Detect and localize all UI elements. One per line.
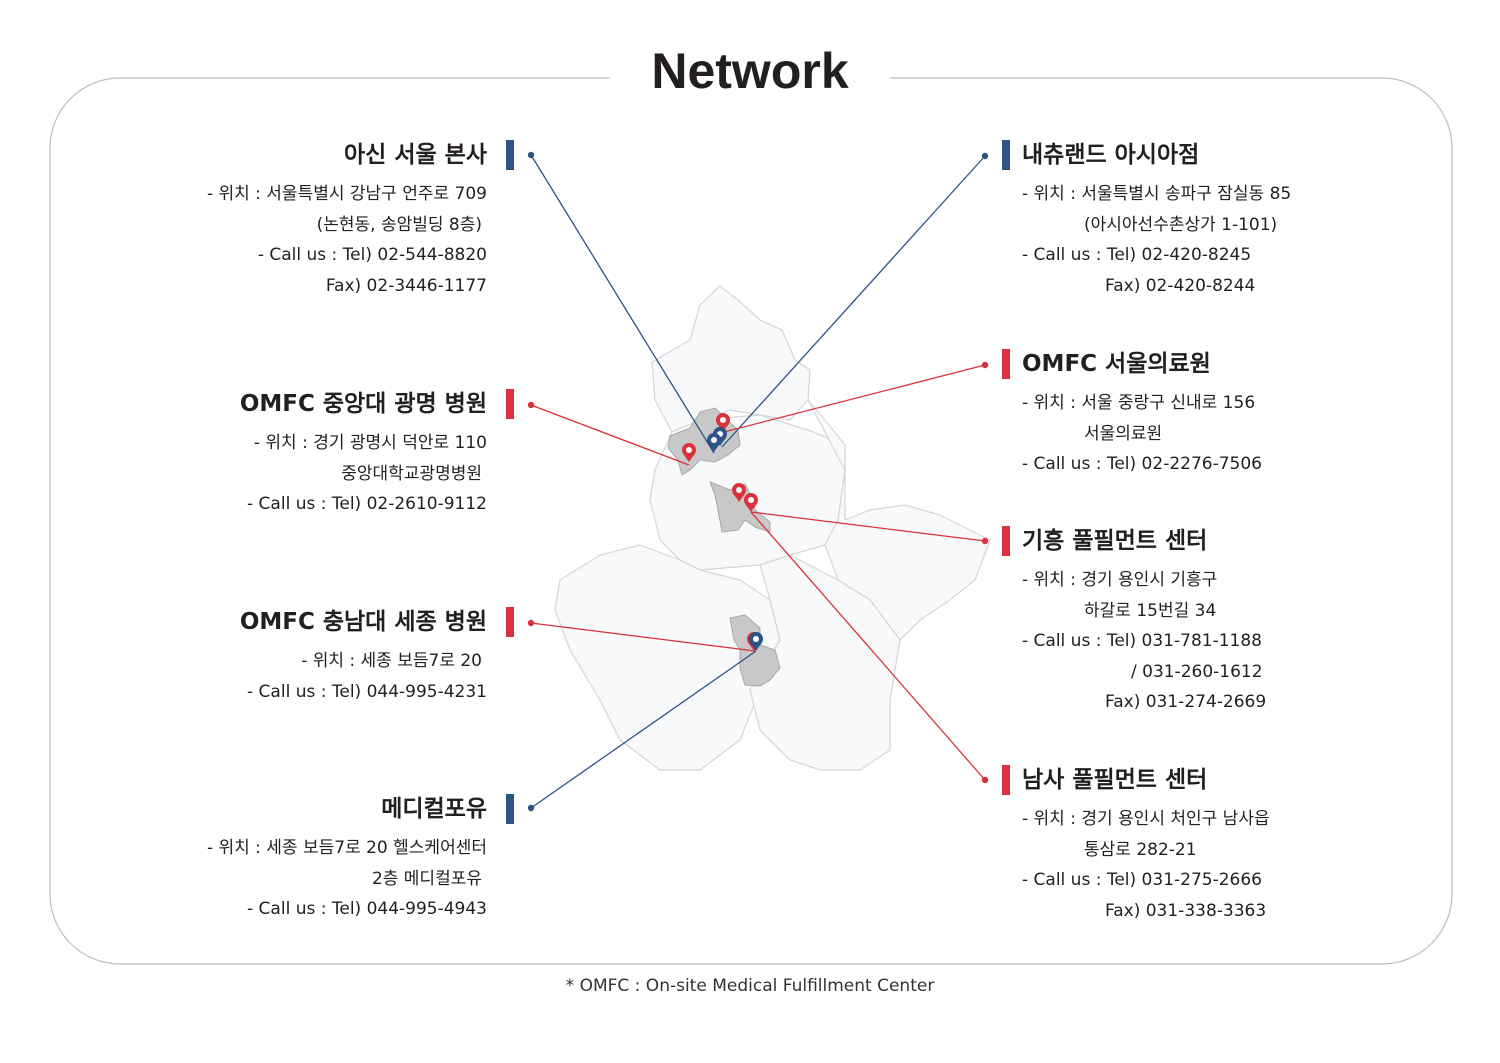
location-block: 내츄랜드 아시아점 - 위치 : 서울특별시 송파구 잠실동 85 (아시아선수촌상… [1022, 138, 1442, 301]
location-detail-line: - Call us : Tel) 02-544-8820 [257, 245, 487, 265]
location-block: OMFC 중앙대 광명 병원 - 위치 : 경기 광명시 덕안로 110 중앙대학교… [67, 387, 487, 520]
location-detail-line: - Call us : Tel) 044-995-4943 [247, 899, 487, 919]
location-color-bar [1002, 140, 1010, 170]
connector-line [530, 650, 757, 809]
page-title: Network [651, 43, 849, 99]
location-detail-line: 2층 메디컬포유 [371, 868, 482, 889]
location-block: OMFC 서울의료원 - 위치 : 서울 중랑구 신내로 156 서울의료원 - Ca… [1022, 347, 1442, 480]
location-title: 기흥 풀필먼트 센터 [1022, 528, 1208, 554]
connector-line [530, 404, 690, 466]
location-color-bar [506, 794, 514, 824]
connector-dot [527, 804, 535, 812]
map-highlight-yongin [709, 481, 771, 533]
location-detail-line: 통삼로 282-21 [1084, 839, 1197, 860]
location-detail-line: Fax) 02-420-8244 [1105, 275, 1256, 296]
location-block: OMFC 충남대 세종 병원 - 위치 : 세종 보듬7로 20 - Call us… [67, 605, 487, 707]
location-detail-line: Fax) 031-338-3363 [1105, 900, 1267, 921]
connector-dot [527, 401, 535, 409]
connector-dot [981, 361, 989, 369]
location-detail-line: - Call us : Tel) 02-2276-7506 [1022, 454, 1262, 474]
connector-dot [981, 537, 989, 545]
map-pin-icon [716, 413, 730, 432]
location-title: 메디컬포유 [381, 796, 487, 822]
location-detail-line: - Call us : Tel) 044-995-4231 [247, 681, 487, 702]
location-detail-line: Fax) 02-3446-1177 [325, 275, 487, 296]
connector-dot [527, 619, 535, 627]
location-detail-line: 중앙대학교광명병원 [341, 463, 482, 484]
connector-dot [981, 776, 989, 784]
connector-line [530, 622, 756, 652]
location-detail-line: - Call us : Tel) 02-420-8245 [1022, 245, 1252, 265]
location-detail-line: (논현동, 송암빌딩 8층) [316, 214, 482, 235]
connector-line [723, 364, 986, 433]
location-color-bar [506, 140, 514, 170]
location-detail-line: 서울의료원 [1084, 423, 1163, 444]
location-detail-line: - Call us : Tel) 031-275-2666 [1022, 870, 1262, 890]
location-detail-line: - 위치 : 서울특별시 송파구 잠실동 85 [1022, 184, 1292, 204]
connector-dot [527, 151, 535, 159]
connector-line [750, 511, 986, 781]
map-pin-icon [707, 433, 721, 452]
location-detail-line: - Call us : Tel) 02-2610-9112 [247, 494, 487, 514]
location-detail-line: - 위치 : 경기 광명시 덕안로 110 [253, 433, 487, 453]
map-region-gangwon [807, 399, 991, 641]
location-detail-line: Fax) 031-274-2669 [1105, 692, 1267, 712]
location-color-bar [506, 607, 514, 637]
map-pin-icon [744, 493, 758, 512]
location-title: 내츄랜드 아시아점 [1022, 142, 1200, 168]
location-color-bar [1002, 349, 1010, 379]
location-detail-line: - Call us : Tel) 031-781-1188 [1022, 631, 1262, 651]
location-detail-line: - 위치 : 경기 용인시 처인구 남사읍 [1022, 809, 1270, 829]
location-detail-line: (아시아선수촌상가 1-101) [1084, 214, 1278, 235]
location-color-bar [1002, 526, 1010, 556]
location-title: 아신 서울 본사 [344, 142, 487, 168]
location-detail-line: - 위치 : 서울 중랑구 신내로 156 [1022, 393, 1256, 413]
connector-dot [981, 152, 989, 160]
map-pin-icon [682, 443, 696, 462]
location-detail-line: - 위치 : 서울특별시 강남구 언주로 709 [206, 184, 487, 204]
location-title: OMFC 충남대 세종 병원 [239, 609, 487, 635]
location-color-bar [506, 389, 514, 419]
location-color-bar [1002, 765, 1010, 795]
location-title: 남사 풀필먼트 센터 [1022, 767, 1208, 793]
location-detail-line: - 위치 : 경기 용인시 기흥구 [1022, 570, 1218, 590]
location-detail-line: - 위치 : 세종 보듬7로 20 [301, 651, 482, 671]
map-pin-icon [749, 632, 763, 651]
connector-line [750, 511, 986, 542]
location-title: OMFC 중앙대 광명 병원 [239, 391, 487, 417]
connector-line [530, 154, 715, 454]
location-block: 메디컬포유 - 위치 : 세종 보듬7로 20 헬스케어센터 2층 메디컬포유 - C… [67, 792, 487, 925]
location-detail-line: - 위치 : 세종 보듬7로 20 헬스케어센터 [206, 838, 487, 858]
location-block: 아신 서울 본사 - 위치 : 서울특별시 강남구 언주로 709 (논현동, 송암… [67, 138, 487, 301]
connector-line [721, 155, 986, 448]
location-title: OMFC 서울의료원 [1022, 351, 1211, 377]
map-pin-icon [732, 483, 746, 502]
location-detail-line: / 031-260-1612 [1131, 661, 1263, 682]
location-detail-line: 하갈로 15번길 34 [1084, 600, 1217, 621]
footnote: * OMFC : On-site Medical Fulfillment Cen… [565, 976, 935, 996]
